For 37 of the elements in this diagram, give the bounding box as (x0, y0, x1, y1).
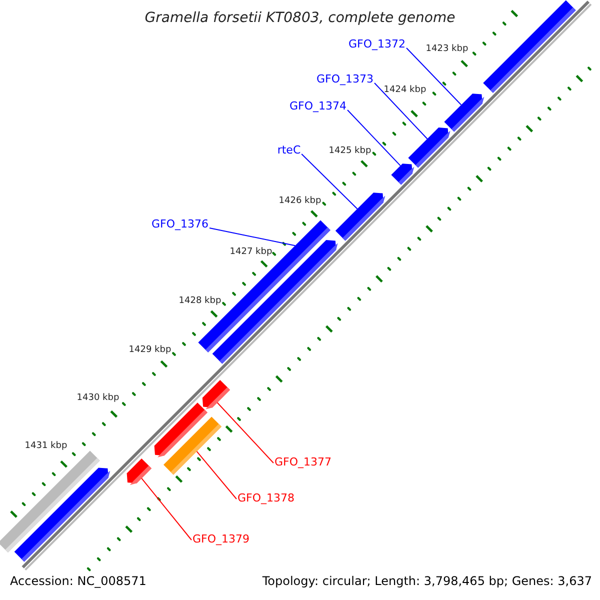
leader-line (374, 82, 428, 140)
tick-label: 1423 kbp (426, 44, 468, 54)
tick-label: 1425 kbp (328, 146, 372, 156)
tick-label: 1427 kbp (230, 246, 272, 258)
tick-label: 1428 kbp (178, 296, 222, 306)
gene-label: GFO_1374 (290, 100, 346, 114)
tick-label: 1424 kbp (384, 84, 426, 96)
accession-text: Accession: NC_008571 (10, 575, 146, 589)
leader-line (141, 478, 192, 540)
leader-line (301, 154, 358, 210)
gene-label: GFO_1379 (192, 534, 250, 546)
leader-line (406, 48, 462, 106)
gene-feature (126, 458, 152, 485)
gene-feature (483, 0, 576, 93)
gene-feature (444, 94, 484, 132)
leader-line (196, 450, 237, 500)
tick-label: 1429 kbp (128, 344, 172, 356)
tick-label: 1431 kbp (24, 440, 68, 452)
gene-feature (14, 468, 110, 562)
title: Gramella forsetii KT0803, complete genome (144, 10, 456, 26)
gene-label: rteC (277, 144, 301, 158)
tick-label: 1430 kbp (76, 392, 120, 404)
tick-label: 1426 kbp (278, 196, 322, 206)
gene-label: GFO_1377 (274, 456, 332, 470)
gene-feature (391, 164, 414, 185)
gene-feature (335, 192, 386, 241)
leader-line (209, 228, 296, 246)
genome-info-text: Topology: circular; Length: 3,798,465 bp; Genes: 3,637 (262, 575, 592, 589)
gene-label: GFO_1376 (152, 218, 208, 232)
leader-line (216, 402, 274, 464)
leader-line (347, 110, 401, 166)
gene-label: GFO_1378 (238, 492, 294, 506)
gene-feature (202, 380, 230, 410)
gene-feature (408, 128, 450, 168)
gene-label: GFO_1373 (316, 74, 374, 86)
gene-feature (164, 416, 222, 475)
gene-label: GFO_1372 (348, 38, 406, 52)
